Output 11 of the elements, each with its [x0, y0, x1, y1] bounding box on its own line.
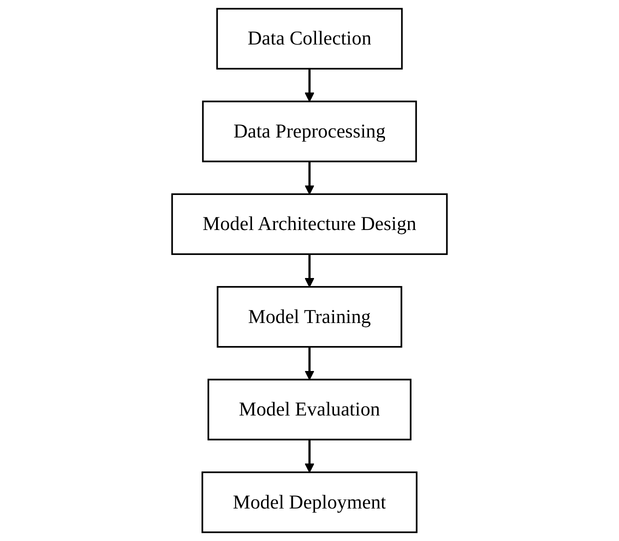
arrow: [304, 161, 314, 195]
node-box: Data Collection: [216, 8, 403, 70]
node-box: Model Training: [216, 286, 402, 348]
arrow: [304, 68, 314, 102]
arrow: [304, 254, 314, 288]
node-box: Model Architecture Design: [171, 193, 448, 255]
arrow: [304, 440, 314, 473]
arrow: [304, 346, 314, 380]
node-box: Model Evaluation: [208, 378, 412, 440]
node-box: Data Preprocessing: [202, 100, 417, 162]
node-box: Model Deployment: [202, 471, 418, 534]
